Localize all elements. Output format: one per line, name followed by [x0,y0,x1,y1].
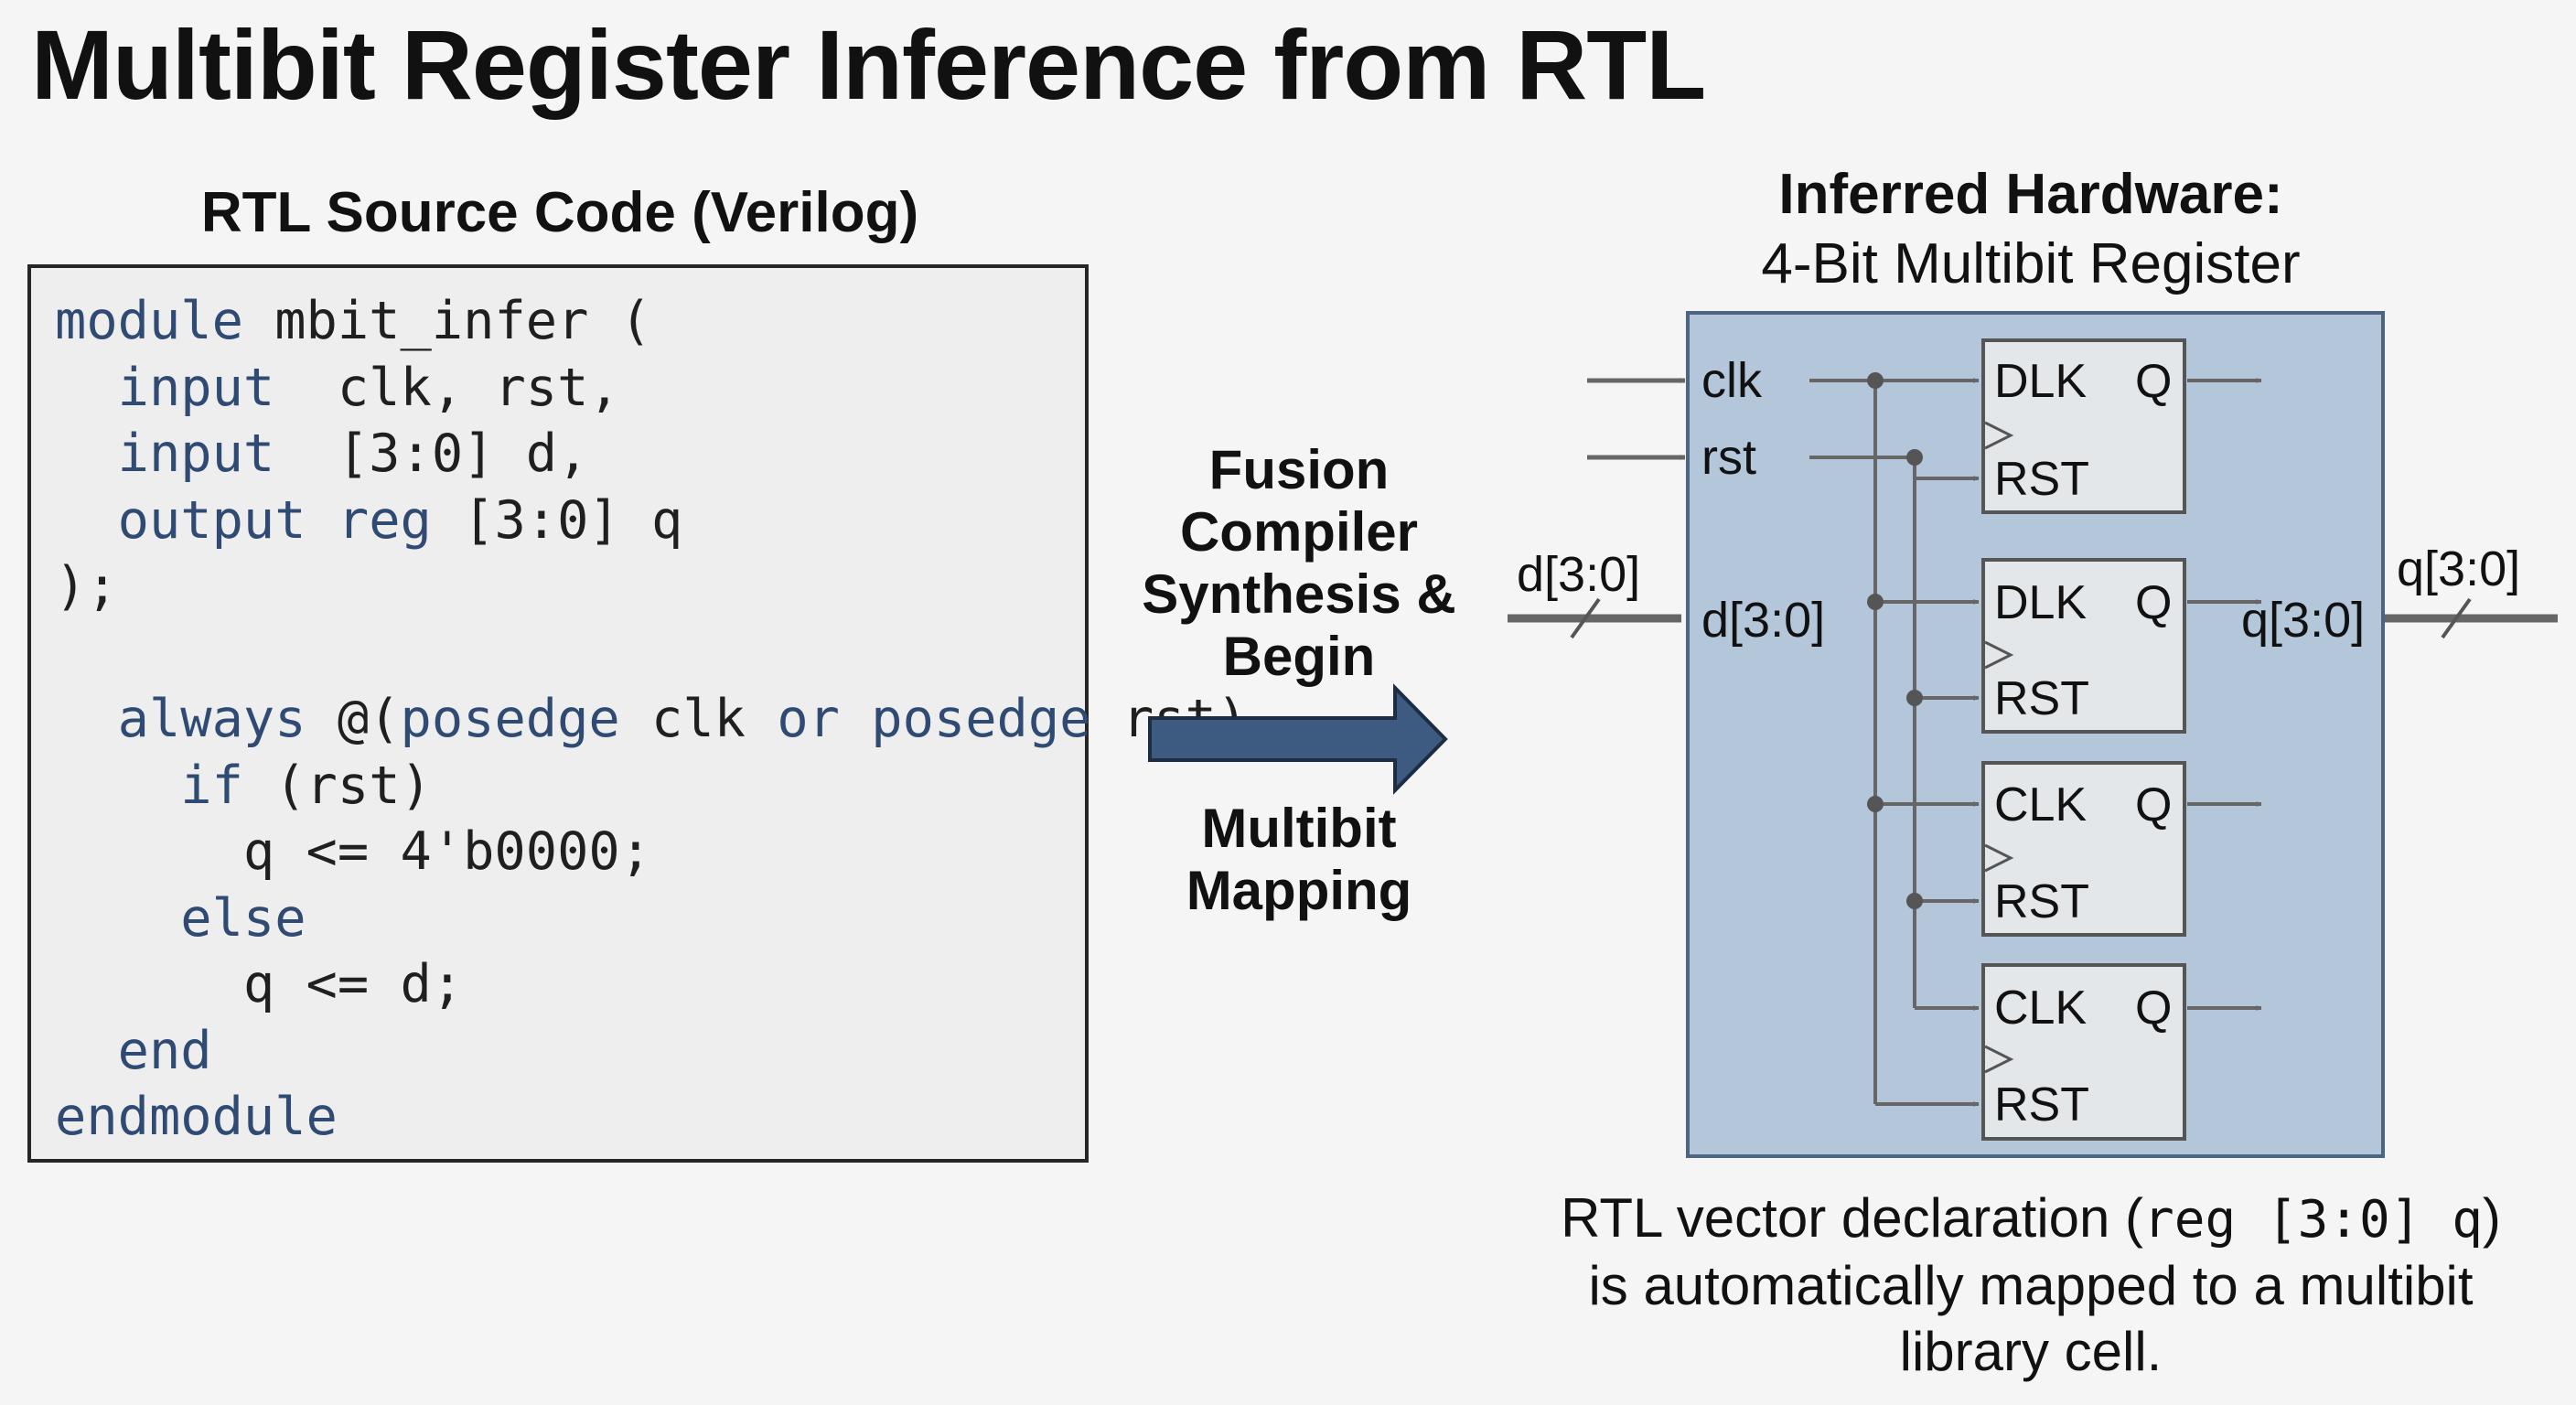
code-text: q <= 4'b0000; [55,821,652,882]
flop-q-label: Q [2135,778,2172,831]
d-input-inner-label: d[3:0] [1701,593,1825,648]
code-text: [3:0] d, [274,424,589,484]
flip-flop-bit-3: CLK Q RST [1981,963,2186,1141]
hardware-subheading: 4-Bit Multibit Register [1761,232,2301,295]
code-keyword: if [180,755,243,816]
flop-q-label: Q [2135,355,2172,408]
caption-prefix: RTL vector declaration ( [1561,1187,2144,1249]
flop-clock-label: DLK [1994,576,2087,629]
code-line: q <= 4'b0000; [55,819,1248,885]
code-section-heading: RTL Source Code (Verilog) [200,181,919,244]
code-text: q <= d; [55,954,464,1014]
code-keyword: else [180,887,306,949]
code-keyword: or [777,689,840,749]
synthesis-step-line: Fusion [1208,439,1390,500]
mapping-step-line: Multibit [1201,798,1397,859]
junction-dot [1906,690,1923,706]
code-text: ); [55,556,118,617]
flop-reset-label: RST [1994,453,2089,506]
code-line: else [55,885,1248,952]
code-line: input [3:0] d, [55,421,1248,488]
synthesis-step-line: Begin [1222,626,1376,687]
flip-flop-bit-2: CLK Q RST [1981,761,2186,937]
code-keyword: reg [337,489,432,551]
clk-input-label: clk [1701,353,1763,408]
code-line: always @(posedge clk or posedge rst) [55,686,1248,753]
flip-flop-body [1981,761,2186,937]
code-text: clk, rst, [274,357,620,418]
flip-flop-bit-0: DLK Q RST [1981,338,2186,514]
code-keyword: posedge [400,689,620,749]
code-keyword: module [55,291,243,351]
clock-triangle-icon [1984,421,2014,450]
process-arrow [1148,683,1448,795]
code-text: mbit_infer ( [242,291,652,351]
synthesis-step-line: Synthesis & [1142,563,1456,625]
code-line: output reg [3:0] q [55,488,1248,554]
d-input-outer-label: d[3:0] [1517,547,1640,602]
page-title: Multibit Register Inference from RTL [31,9,1706,120]
clock-triangle-icon [1984,640,2014,670]
rst-input-label: rst [1701,430,1756,485]
junction-dot [1906,449,1923,466]
flop-reset-label: RST [1994,1078,2089,1132]
junction-dot [1867,372,1884,389]
flip-flop-body [1981,963,2186,1141]
code-text: clk [619,689,778,749]
caption: RTL vector declaration (reg [3:0] q)is a… [1500,1185,2561,1385]
code-text: @( [306,689,401,749]
flip-flop-bit-1: DLK Q RST [1981,558,2186,734]
flop-clock-label: CLK [1994,981,2087,1035]
code-line: q <= d; [55,951,1248,1018]
q-output-inner-label: q[3:0] [2241,593,2365,648]
flop-reset-label: RST [1994,672,2089,725]
code-keyword: endmodule [55,1087,338,1147]
code-keyword: always [117,689,306,749]
synthesis-step-line: Compiler [1179,501,1419,563]
mapping-step-line: Mapping [1186,860,1412,921]
flop-clock-label: DLK [1994,355,2087,408]
code-keyword: end [117,1020,212,1081]
junction-dot [1906,893,1923,909]
clock-triangle-icon [1984,1045,2014,1074]
code-line: ); [55,553,1248,620]
code-panel: module mbit_infer ( input clk, rst, inpu… [27,264,1248,1163]
code-keyword: input [117,357,275,418]
junction-dot [1867,594,1884,610]
code-line: end [55,1018,1248,1085]
code-line: module mbit_infer ( [55,288,1248,355]
junction-dot [1867,796,1884,812]
code-keyword: output [117,489,306,551]
d-bus-slash [1570,597,1601,639]
q-output-outer-label: q[3:0] [2397,542,2520,596]
synthesis-step-label: Fusion Compiler Synthesis & Begin [1116,439,1482,688]
code-keyword: input [117,424,275,484]
flip-flop-body [1981,558,2186,734]
flip-flop-body [1981,338,2186,514]
q-bus-slash [2441,597,2472,639]
caption-code: reg [3:0] q [2143,1190,2483,1249]
caption-line-3: library cell. [1899,1321,2163,1382]
code-line: if (rst) [55,753,1248,820]
mapping-step-label: Multibit Mapping [1116,798,1482,922]
flop-reset-label: RST [1994,875,2089,928]
code-text: (rst) [242,755,432,816]
code-line: endmodule [55,1084,1248,1151]
caption-line-2: is automatically mapped to a multibit [1588,1255,2474,1316]
flop-q-label: Q [2135,576,2172,629]
code-line: input clk, rst, [55,355,1248,422]
flop-clock-label: CLK [1994,778,2087,831]
hardware-heading: Inferred Hardware: [1778,163,2283,226]
caption-suffix: ) [2482,1187,2501,1249]
code-text: [3:0] q [431,489,683,551]
code-keyword: posedge [871,689,1091,749]
flop-q-label: Q [2135,981,2172,1035]
clock-triangle-icon [1984,843,2014,873]
verilog-code-block: module mbit_infer ( input clk, rst, inpu… [55,288,1248,1151]
